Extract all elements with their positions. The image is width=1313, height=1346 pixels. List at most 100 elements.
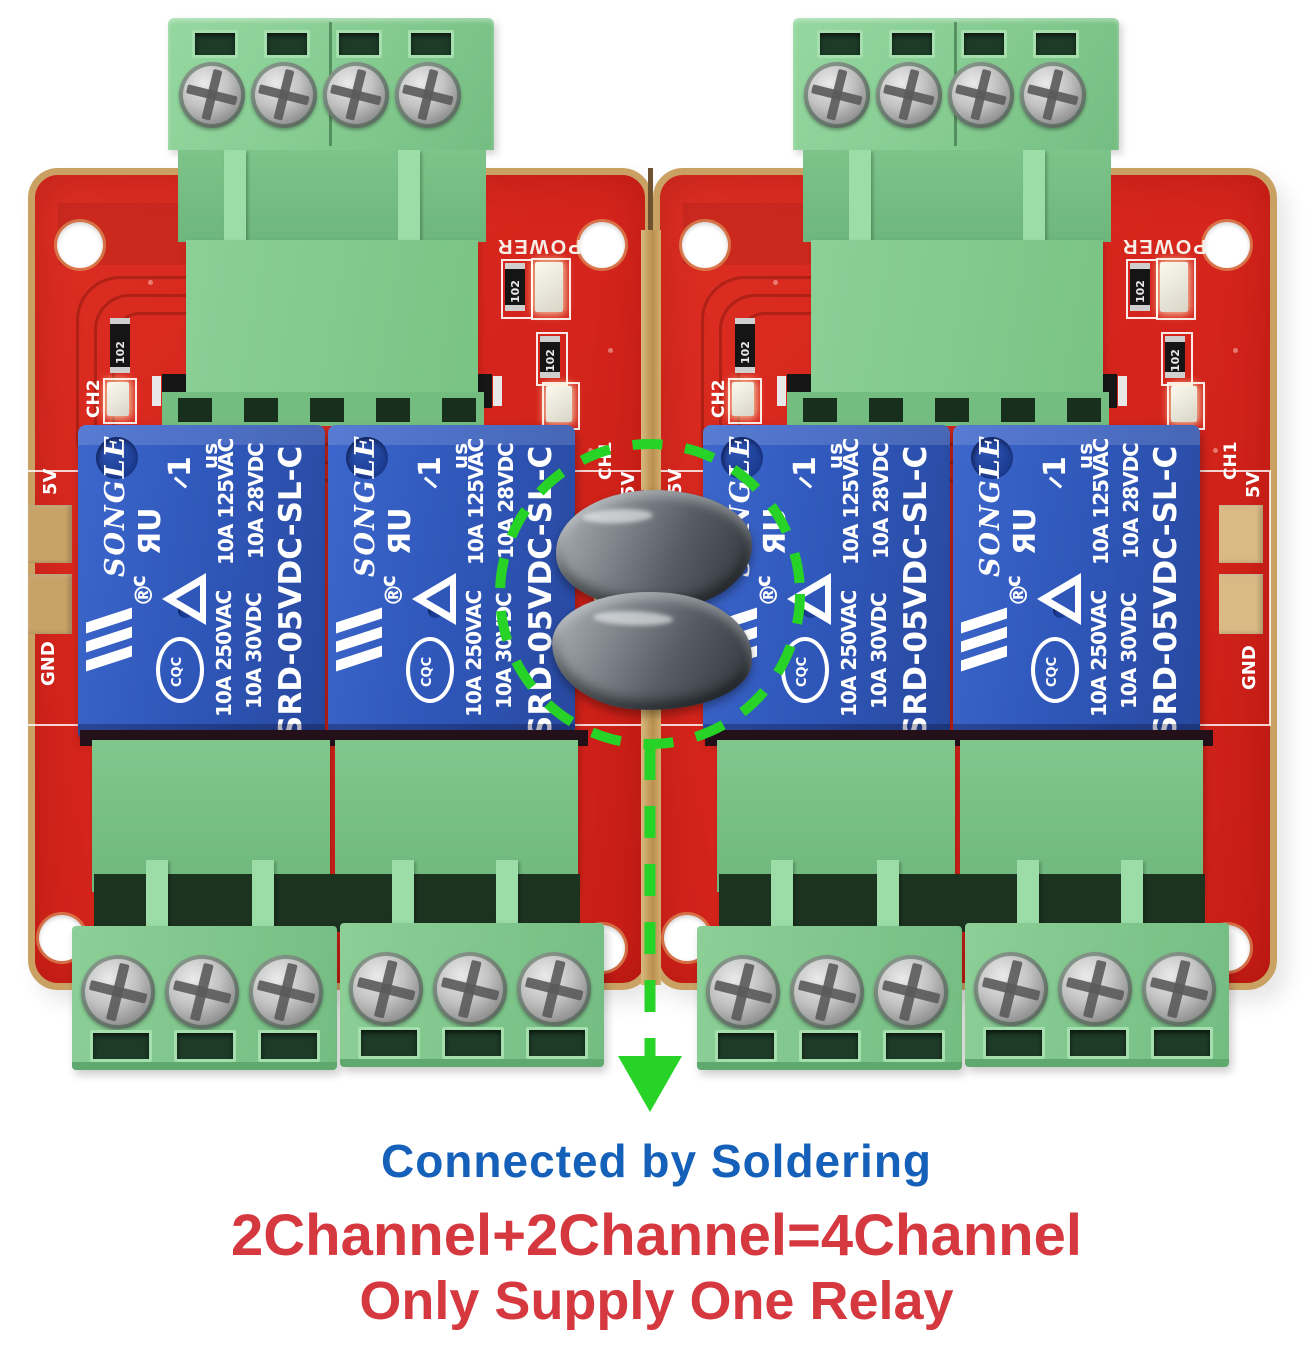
terminal-screw bbox=[81, 955, 155, 1029]
bottom-terminal-body bbox=[960, 740, 1203, 892]
relay-model-label: SRD-05VDC-SL-C bbox=[273, 445, 309, 738]
songle-stripes-icon bbox=[961, 607, 1011, 672]
caption-only-supply-one-relay: Only Supply One Relay bbox=[359, 1271, 954, 1331]
relay-rating-2: 10A 28VDC bbox=[1119, 443, 1143, 559]
terminal-screw bbox=[249, 955, 323, 1029]
mounting-hole bbox=[57, 222, 103, 268]
castellated-pad-5v bbox=[28, 505, 72, 563]
relay-rating-4: 10A 30VDC bbox=[242, 593, 266, 709]
terminal-tab bbox=[1121, 860, 1143, 934]
mounting-hole bbox=[682, 222, 728, 268]
songle-relay: SONGLE 1 us ЯU c ® CQC 10A 125VAC 10A 28… bbox=[703, 425, 950, 740]
relay-rating-2: 10A 28VDC bbox=[494, 443, 518, 559]
relay-file-mark-arrow bbox=[1048, 476, 1063, 489]
pin-slot bbox=[178, 398, 212, 422]
terminal-tab bbox=[496, 860, 518, 934]
registered-trademark-icon: ® bbox=[380, 583, 408, 607]
relay-file-mark-arrow bbox=[423, 476, 438, 489]
relay-model-label: SRD-05VDC-SL-C bbox=[898, 445, 934, 738]
component-outline bbox=[103, 378, 137, 424]
castellated-pad-5v bbox=[1219, 505, 1263, 563]
wire-slot bbox=[961, 30, 1007, 58]
wire-slot bbox=[442, 1027, 504, 1059]
terminal-tab bbox=[146, 860, 168, 934]
wire-slot bbox=[264, 30, 310, 58]
relay-brand-label: SONGLE bbox=[975, 434, 1006, 577]
wire-slot bbox=[174, 1030, 236, 1062]
wire-slot bbox=[1151, 1027, 1213, 1059]
wire-slot bbox=[358, 1027, 420, 1059]
terminal-tab bbox=[392, 860, 414, 934]
castellated-pad-gnd bbox=[28, 574, 72, 634]
terminal-screw bbox=[251, 62, 317, 128]
registered-trademark-icon: ® bbox=[1005, 583, 1033, 607]
relay-file-mark: 1 bbox=[788, 456, 823, 477]
terminal-tab bbox=[252, 860, 274, 934]
relay-rating-4: 10A 30VDC bbox=[867, 593, 891, 709]
relay-mold-dimple bbox=[971, 437, 1013, 479]
terminal-tab bbox=[1017, 860, 1039, 934]
pin-slot bbox=[310, 398, 344, 422]
relay-file-mark: 1 bbox=[1038, 456, 1073, 477]
cert-triangle-inner bbox=[1051, 585, 1075, 613]
relay-top-face bbox=[78, 425, 325, 445]
terminal-tab bbox=[398, 150, 420, 246]
terminal-tab bbox=[877, 860, 899, 934]
ul-recognized-icon: ЯU bbox=[133, 507, 168, 555]
terminal-screw bbox=[323, 62, 389, 128]
silk-ch1-label: CH1 bbox=[1221, 441, 1241, 480]
relay-brand-label: SONGLE bbox=[350, 434, 381, 577]
relay-rating-4: 10A 30VDC bbox=[492, 593, 516, 709]
wire-slot bbox=[408, 30, 454, 58]
terminal-tab bbox=[771, 860, 793, 934]
terminal-screw bbox=[179, 62, 245, 128]
wire-slot bbox=[90, 1030, 152, 1062]
relay-channel-1: SONGLE 1 us ЯU c ® CQC 10A 125VAC 10A 28… bbox=[328, 425, 575, 740]
relay-channel-2: SONGLE 1 us ЯU c ® CQC 10A 125VAC 10A 28… bbox=[78, 425, 325, 740]
relay-rating-1: 10A 125VAC bbox=[839, 438, 863, 565]
terminal-screw bbox=[349, 952, 423, 1026]
caption-connected-by-soldering: Connected by Soldering bbox=[380, 1135, 933, 1187]
silk-gnd-label: GND bbox=[1239, 645, 1260, 690]
cert-triangle-inner bbox=[426, 585, 450, 613]
relay-rating-3: 10A 250VAC bbox=[1087, 590, 1111, 717]
terminal-screw bbox=[517, 952, 591, 1026]
mounting-hole bbox=[579, 222, 625, 268]
silk-ch1-label: CH1 bbox=[596, 441, 616, 480]
registered-trademark-icon: ® bbox=[130, 583, 158, 607]
terminal-screw bbox=[706, 955, 780, 1029]
wire-slot bbox=[1067, 1027, 1129, 1059]
cert-triangle-inner bbox=[176, 585, 200, 613]
wire-slot bbox=[192, 30, 238, 58]
resistor-102: 102 bbox=[1165, 336, 1185, 378]
bottom-terminal-body bbox=[92, 740, 330, 892]
wire-slot bbox=[1033, 30, 1079, 58]
resistor-102: 102 bbox=[735, 318, 755, 373]
cqc-mark-icon: CQC bbox=[1031, 637, 1079, 703]
silk-ch2-label: CH2 bbox=[709, 379, 729, 418]
relay-file-mark: 1 bbox=[163, 456, 198, 477]
pin-slot bbox=[376, 398, 410, 422]
component-outline bbox=[728, 378, 762, 424]
wire-slot bbox=[817, 30, 863, 58]
relay-rating-3: 10A 250VAC bbox=[212, 590, 236, 717]
resistor-102: 102 bbox=[1130, 263, 1150, 311]
pin-slot bbox=[935, 398, 969, 422]
wire-slot bbox=[883, 1030, 945, 1062]
terminal-screw bbox=[974, 952, 1048, 1026]
relay-rating-1: 10A 125VAC bbox=[214, 438, 238, 565]
terminal-screw bbox=[948, 62, 1014, 128]
relay-rating-4: 10A 30VDC bbox=[1117, 593, 1141, 709]
bottom-terminal-body bbox=[717, 740, 955, 892]
relay-rating-2: 10A 28VDC bbox=[244, 443, 268, 559]
joint-gold-pad bbox=[641, 230, 661, 490]
silk-5v-label: 5V bbox=[1243, 471, 1264, 498]
terminal-screw bbox=[433, 952, 507, 1026]
component-outline bbox=[1161, 332, 1193, 386]
component-outline bbox=[536, 332, 568, 386]
songle-stripes-icon bbox=[336, 607, 386, 672]
ch2-led bbox=[107, 382, 129, 416]
ch1-led bbox=[1171, 386, 1197, 422]
resistor-102: 102 bbox=[110, 318, 130, 373]
